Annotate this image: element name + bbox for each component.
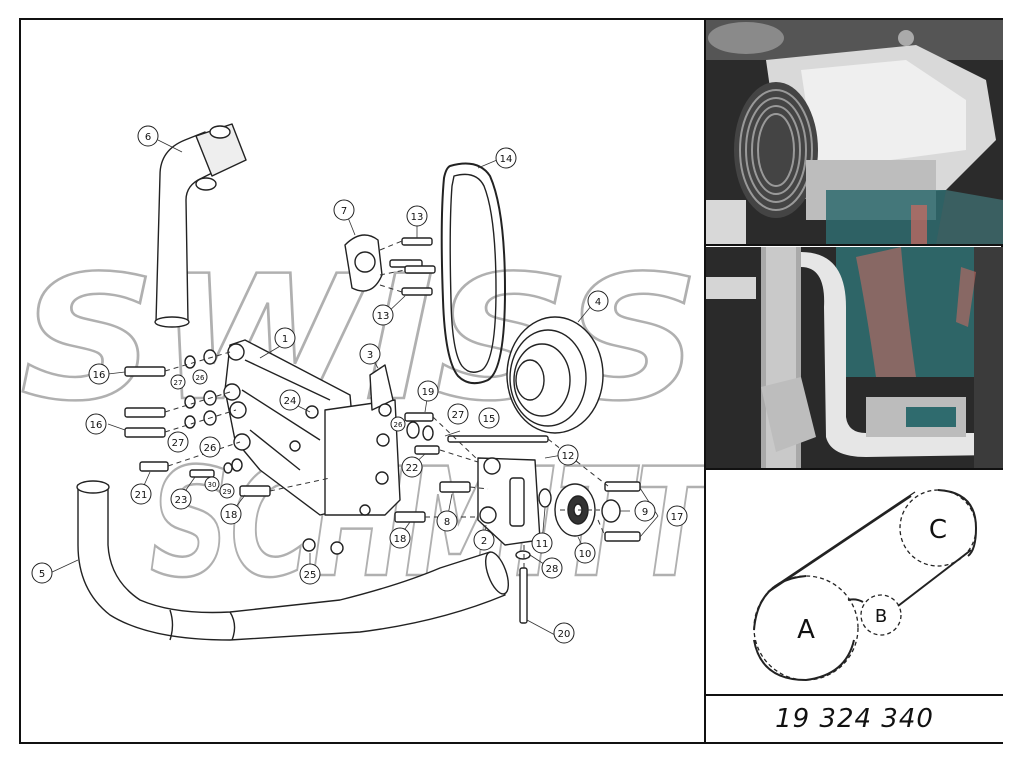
callout-layer: 6 5 1 3 4 7 13 13 14 16 16 17 18 18 19 1… [31, 125, 688, 644]
drive-belt [440, 162, 506, 385]
photo-pipe-routing-image [706, 247, 1003, 468]
belt-top-span [767, 495, 912, 593]
callout-17: 17 [671, 512, 684, 523]
callout-27-top: 27 [174, 379, 183, 387]
watermark-line-2: SCHMITT [150, 437, 704, 611]
callout-13-top: 13 [411, 212, 424, 223]
callout-7: 7 [341, 206, 347, 217]
callout-21: 21 [135, 490, 148, 501]
photo-compressor-image [706, 20, 1003, 244]
callout-3: 3 [367, 350, 373, 361]
photo-divider-1 [706, 244, 1003, 246]
callout-13-bottom: 13 [377, 311, 390, 322]
callout-27-mid: 27 [172, 438, 185, 449]
callout-30: 30 [208, 481, 217, 489]
belt-divider [706, 694, 1003, 696]
exploded-diagram: SWISS SCHMITT [19, 123, 719, 644]
studs [389, 237, 436, 296]
pulley-b-circle [860, 594, 902, 636]
upper-pipe [154, 123, 247, 328]
callout-12: 12 [562, 451, 575, 462]
lower-pipe [76, 480, 510, 641]
belt-a-b-span [847, 598, 864, 603]
callout-11: 11 [536, 539, 549, 550]
spacer-9 [601, 499, 621, 523]
callout-5: 5 [39, 569, 45, 580]
callout-16-top: 16 [93, 370, 106, 381]
panel-divider [704, 20, 706, 742]
bushing-11 [538, 488, 552, 508]
idler-bracket [477, 457, 541, 546]
crank-pulley [506, 316, 604, 434]
bolts [124, 366, 641, 624]
callout-bubbles [31, 125, 688, 644]
exploded-diagram-panel: SWISS SCHMITT [19, 20, 719, 742]
callout-16-bottom: 16 [90, 420, 103, 431]
callout-26-right: 26 [394, 421, 403, 429]
pulley-b-label: B [875, 606, 887, 627]
callout-15: 15 [483, 414, 496, 425]
callout-2: 2 [481, 536, 487, 547]
part-number-box: 19 324 340 [706, 696, 1003, 742]
callout-26-top: 26 [196, 374, 205, 382]
callout-14: 14 [500, 154, 513, 165]
belt-top-span-inner [771, 491, 916, 589]
photo-compressor [706, 20, 1003, 244]
callout-26-mid: 26 [204, 443, 217, 454]
belt-b-c-span [897, 549, 972, 607]
photo-pipe-routing [706, 247, 1003, 468]
callout-22: 22 [406, 463, 419, 474]
callout-23: 23 [175, 495, 188, 506]
callout-9: 9 [642, 507, 648, 518]
washer-28 [515, 550, 531, 560]
callout-25: 25 [304, 570, 317, 581]
part-number: 19 324 340 [775, 704, 934, 734]
belt-routing-svg: A B C [753, 489, 978, 682]
long-rod-15 [447, 435, 549, 443]
callout-6: 6 [145, 132, 151, 143]
callout-18-left: 18 [225, 510, 238, 521]
pulley-a-label: A [797, 615, 815, 645]
callout-28: 28 [546, 564, 559, 575]
callout-1: 1 [282, 334, 288, 345]
compressor-bracket [324, 364, 401, 516]
callout-19: 19 [422, 387, 435, 398]
washers [184, 349, 434, 555]
belt-routing-diagram: A B C [706, 470, 1003, 694]
long-bolt-20 [519, 567, 528, 624]
callout-10: 10 [579, 549, 592, 560]
callout-18-right: 18 [394, 534, 407, 545]
flange-plate [344, 234, 383, 292]
pulley-c-label: C [929, 515, 947, 545]
callout-4: 4 [595, 297, 601, 308]
callout-24: 24 [284, 396, 297, 407]
photo-divider-2 [706, 468, 1003, 470]
callout-20: 20 [558, 629, 571, 640]
callout-29: 29 [223, 488, 232, 496]
callout-27-right: 27 [452, 410, 465, 421]
callout-8: 8 [444, 517, 450, 528]
